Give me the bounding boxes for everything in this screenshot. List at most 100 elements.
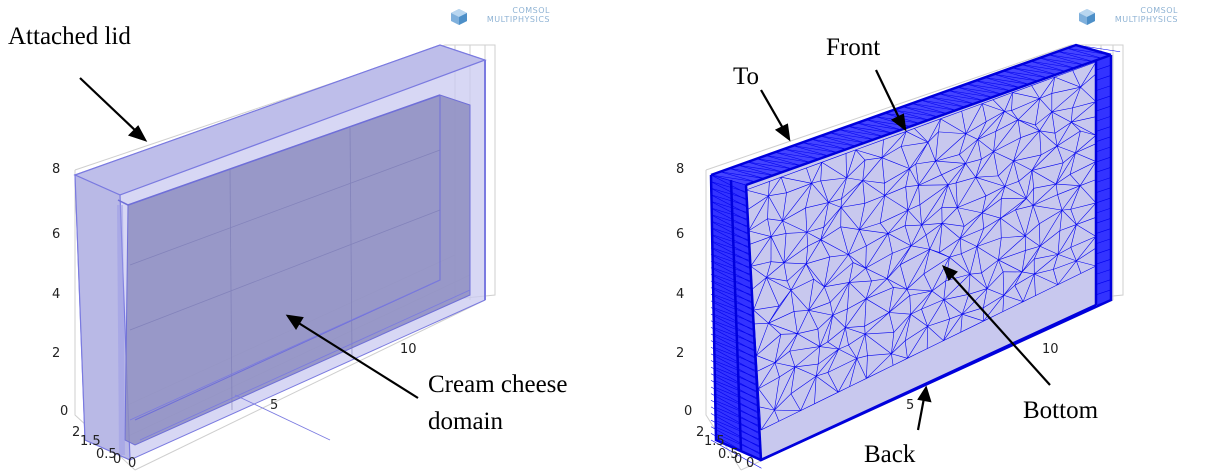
mesh-edge [1053, 254, 1059, 270]
logo-line1-right: COMSOL [1140, 6, 1178, 15]
mesh-edge [829, 302, 834, 316]
mesh-edge [884, 195, 909, 211]
mesh-edge [808, 302, 831, 311]
mesh-edge [975, 177, 1005, 187]
mesh-edge [768, 322, 782, 335]
mesh-edge [960, 238, 978, 247]
mesh-edge [881, 157, 885, 184]
mesh-edge [782, 183, 812, 222]
mesh-edge [939, 93, 975, 105]
mesh-edge [864, 298, 867, 327]
mesh-edge [840, 226, 860, 230]
mesh-edge [993, 151, 1014, 162]
mesh-edge [758, 388, 775, 411]
mesh-edge [960, 228, 984, 239]
mesh-edge [819, 341, 828, 347]
mesh-edge [915, 160, 936, 165]
mesh-edge [927, 340, 944, 349]
mesh-edge [921, 290, 933, 310]
mesh-edge [1057, 51, 1093, 62]
mesh-edge [856, 358, 867, 379]
mesh-edge [1039, 98, 1053, 113]
mesh-edge [824, 254, 849, 287]
mesh-edge [832, 308, 848, 316]
mesh-edge [738, 164, 774, 176]
mesh-edge [914, 128, 929, 143]
logo-line2: MULTIPHYSICS [486, 15, 550, 24]
mesh-edge [1000, 218, 1002, 238]
mesh-edge [813, 278, 825, 288]
mesh-edge [867, 353, 892, 356]
mesh-edge [920, 99, 956, 111]
mesh-edge [789, 346, 820, 352]
mesh-edge [907, 185, 919, 211]
mesh-edge [884, 186, 906, 196]
mesh-edge [969, 272, 982, 275]
mesh-edge [1095, 258, 1112, 265]
mesh-edge [1095, 64, 1112, 71]
mesh-edge [977, 139, 994, 152]
mesh-edge [865, 332, 894, 335]
mesh-edge [998, 237, 1002, 260]
mesh-edge [802, 142, 847, 150]
mesh-edge [1014, 271, 1023, 286]
mesh-edge [891, 353, 894, 366]
mesh-edge [859, 195, 885, 230]
mesh-edge [935, 133, 967, 162]
mesh-edge [738, 164, 783, 173]
mesh-edge [906, 289, 911, 296]
mesh-edge [847, 298, 867, 310]
mesh-edge [864, 157, 883, 161]
mesh-edge [865, 267, 888, 279]
mesh-edge [891, 314, 911, 354]
mesh-edge [864, 312, 890, 327]
back-label: Back [864, 441, 916, 468]
mesh-edge [852, 262, 866, 269]
mesh-edge [845, 325, 865, 328]
mesh-edge [783, 232, 808, 264]
mesh-edge [808, 286, 825, 311]
mesh-edge [1031, 145, 1058, 171]
mesh-edge [1069, 161, 1097, 175]
mesh-edge [806, 167, 812, 184]
mesh-edge [904, 314, 912, 341]
mesh-edge [782, 220, 807, 233]
mesh-edge [845, 327, 866, 335]
mesh-edge [840, 207, 860, 230]
mesh-edge [919, 184, 949, 205]
z-tick-6: 6 [52, 227, 61, 242]
mesh-edge [783, 148, 820, 160]
mesh-edge [865, 252, 893, 269]
x-tick-5: 5 [270, 398, 279, 413]
mesh-edge [710, 174, 747, 194]
mesh-edge [1021, 250, 1026, 272]
mesh-edge [921, 299, 944, 310]
mesh-edge [982, 198, 1002, 214]
mesh-edge [774, 333, 798, 363]
mesh-edge [1057, 230, 1061, 255]
mesh-edge [838, 344, 849, 350]
mesh-edge [982, 212, 1001, 219]
mesh-edge [816, 372, 828, 377]
mesh-edge [856, 122, 902, 131]
mesh-edge [865, 298, 890, 313]
mesh-edge [786, 231, 807, 234]
mesh-edge [753, 305, 779, 311]
mesh-edge [984, 77, 1020, 88]
mesh-edge [1080, 61, 1097, 88]
mesh-edge [921, 223, 943, 226]
mesh-edge [1051, 111, 1072, 123]
mesh-edge [915, 163, 919, 186]
mesh-edge [820, 239, 849, 255]
mesh-edge [808, 309, 833, 316]
mesh-edge [778, 410, 801, 422]
attached-lid-label: Attached lid [8, 23, 131, 50]
mesh-edge [1076, 247, 1097, 262]
mesh-edge [975, 80, 1011, 92]
mesh-edge [1057, 185, 1081, 195]
mesh-edge [710, 240, 751, 263]
mesh-edge [929, 96, 975, 105]
mesh-edge [1024, 223, 1040, 237]
mesh-edge [892, 358, 908, 366]
mesh-edge [1004, 186, 1027, 199]
